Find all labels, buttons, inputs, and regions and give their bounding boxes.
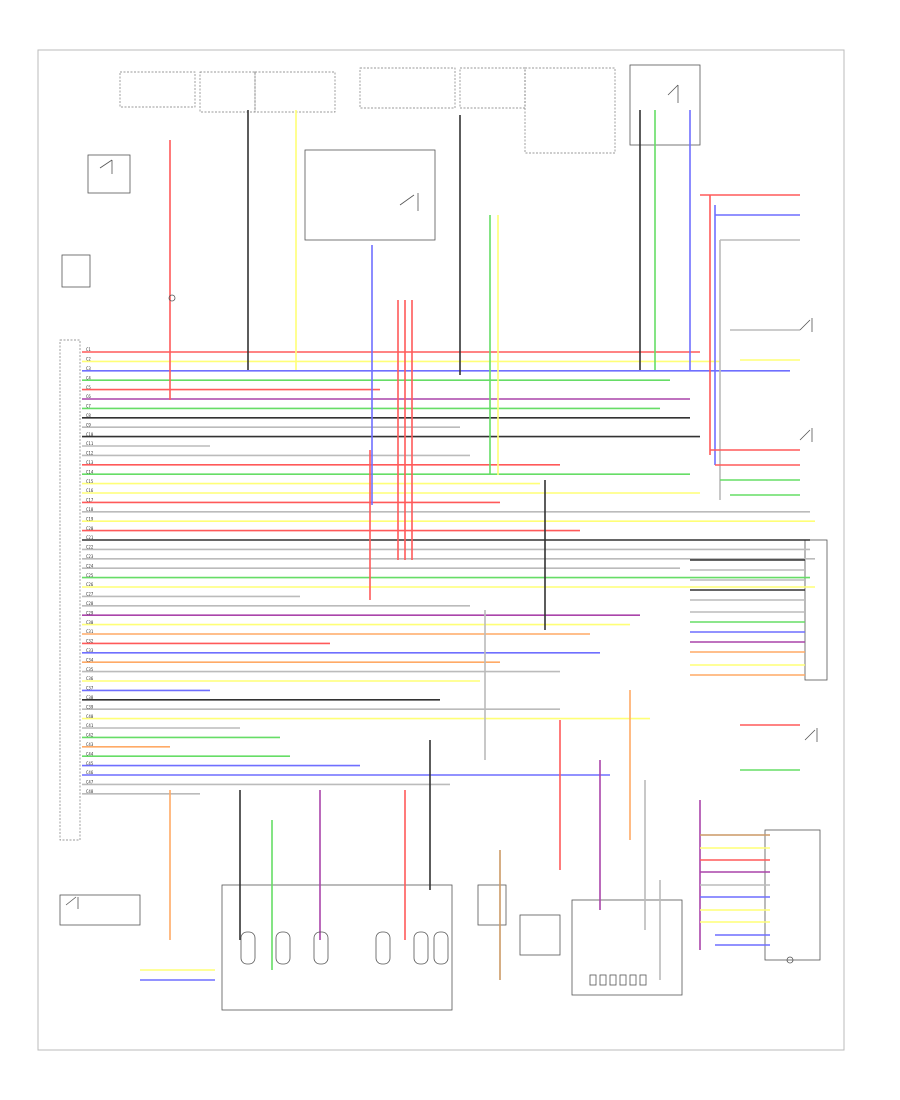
pin-label-c44: C44 — [86, 751, 94, 756]
pin-label-c30: C30 — [86, 620, 94, 625]
diagram-frame — [37, 49, 845, 1051]
range-pin-0 — [589, 974, 597, 986]
pin-label-c11: C11 — [86, 441, 94, 446]
od-control-switch — [629, 64, 701, 146]
solenoid-symbols — [240, 931, 449, 965]
transmission-range-switch — [571, 899, 683, 996]
pin-label-c45: C45 — [86, 761, 94, 766]
hot-at-all-times-box-1 — [359, 67, 456, 109]
pin-label-c21: C21 — [86, 535, 94, 540]
range-connector-right — [804, 539, 828, 681]
fuse-relay-box-mid — [254, 71, 336, 113]
relay-switch-left — [87, 154, 131, 194]
range-pin-5 — [639, 974, 647, 986]
pin-label-c9: C9 — [86, 422, 91, 427]
range-pin-1 — [599, 974, 607, 986]
pin-label-c13: C13 — [86, 460, 94, 465]
pin-label-c3: C3 — [86, 366, 91, 371]
switch-symbol-2 — [399, 193, 419, 211]
pin-label-c24: C24 — [86, 563, 94, 568]
fuse-box-hot-run — [119, 71, 196, 108]
pin-label-c40: C40 — [86, 714, 94, 719]
switch-symbol-6 — [804, 728, 818, 742]
pin-label-c19: C19 — [86, 516, 94, 521]
range-pin-4 — [629, 974, 637, 986]
solenoid-1 — [275, 931, 291, 965]
pin-label-c12: C12 — [86, 451, 94, 456]
fuse-relay-box-left — [199, 71, 256, 113]
transmission-control-module — [59, 339, 81, 841]
pin-label-c23: C23 — [86, 554, 94, 559]
pin-label-c46: C46 — [86, 770, 94, 775]
pin-label-c38: C38 — [86, 695, 94, 700]
solenoid-2 — [313, 931, 329, 965]
pin-label-c4: C4 — [86, 375, 91, 380]
pin-label-c16: C16 — [86, 488, 94, 493]
input-speed-sensor — [477, 884, 507, 926]
pin-label-c36: C36 — [86, 676, 94, 681]
ground-symbol-1 — [168, 294, 176, 302]
pin-label-c1: C1 — [86, 347, 91, 352]
pin-label-c47: C47 — [86, 780, 94, 785]
wire-drops — [140, 110, 805, 981]
overdrive-off-indicator — [61, 254, 91, 288]
pin-label-c34: C34 — [86, 657, 94, 662]
pin-label-c5: C5 — [86, 385, 91, 390]
switch-symbol-1 — [99, 159, 113, 174]
switch-symbol-5 — [799, 428, 813, 442]
pin-label-c22: C22 — [86, 545, 94, 550]
pin-label-c41: C41 — [86, 723, 94, 728]
pin-label-c26: C26 — [86, 582, 94, 587]
pin-label-c18: C18 — [86, 507, 94, 512]
pin-label-c25: C25 — [86, 573, 94, 578]
engine-compartment-fuse-box — [524, 67, 616, 154]
range-switch-right — [764, 829, 821, 961]
pin-label-c15: C15 — [86, 479, 94, 484]
ground-symbol-2 — [786, 956, 794, 964]
park-neutral-switch — [304, 149, 436, 241]
pin-label-c31: C31 — [86, 629, 94, 634]
output-speed-sensor — [519, 914, 561, 956]
solenoid-3 — [375, 931, 391, 965]
switch-symbol-4 — [799, 318, 813, 332]
pin-label-c10: C10 — [86, 432, 94, 437]
pin-label-c14: C14 — [86, 469, 94, 474]
pin-label-c2: C2 — [86, 357, 91, 362]
pin-label-c35: C35 — [86, 667, 94, 672]
range-pin-2 — [609, 974, 617, 986]
switch-symbols — [65, 84, 818, 964]
range-switch-pins — [589, 974, 647, 986]
top-components — [59, 64, 701, 841]
transfer-case-switch — [59, 894, 141, 926]
automatic-transmission-solenoids — [221, 884, 453, 1011]
wire-harness — [82, 351, 815, 795]
pin-label-c27: C27 — [86, 592, 94, 597]
pin-label-c48: C48 — [86, 789, 94, 794]
pin-label-c20: C20 — [86, 526, 94, 531]
bottom-components — [59, 539, 828, 1011]
pin-label-c17: C17 — [86, 498, 94, 503]
pin-label-c28: C28 — [86, 601, 94, 606]
solenoid-5 — [433, 931, 449, 965]
pin-label-c32: C32 — [86, 639, 94, 644]
pin-label-c42: C42 — [86, 733, 94, 738]
switch-symbol-7 — [65, 896, 79, 909]
pin-label-c8: C8 — [86, 413, 91, 418]
pin-label-c6: C6 — [86, 394, 91, 399]
pin-label-c33: C33 — [86, 648, 94, 653]
pin-label-c29: C29 — [86, 610, 94, 615]
pin-label-c39: C39 — [86, 704, 94, 709]
ecm-pin-labels: C1C2C3C4C5C6C7C8C9C10C11C12C13C14C15C16C… — [86, 347, 94, 794]
pin-label-c7: C7 — [86, 404, 91, 409]
hot-at-all-times-box-2 — [459, 67, 526, 109]
solenoid-4 — [413, 931, 429, 965]
switch-symbol-3 — [667, 84, 679, 103]
pin-label-c43: C43 — [86, 742, 94, 747]
range-pin-3 — [619, 974, 627, 986]
solenoid-0 — [240, 931, 256, 965]
pin-label-c37: C37 — [86, 686, 94, 691]
